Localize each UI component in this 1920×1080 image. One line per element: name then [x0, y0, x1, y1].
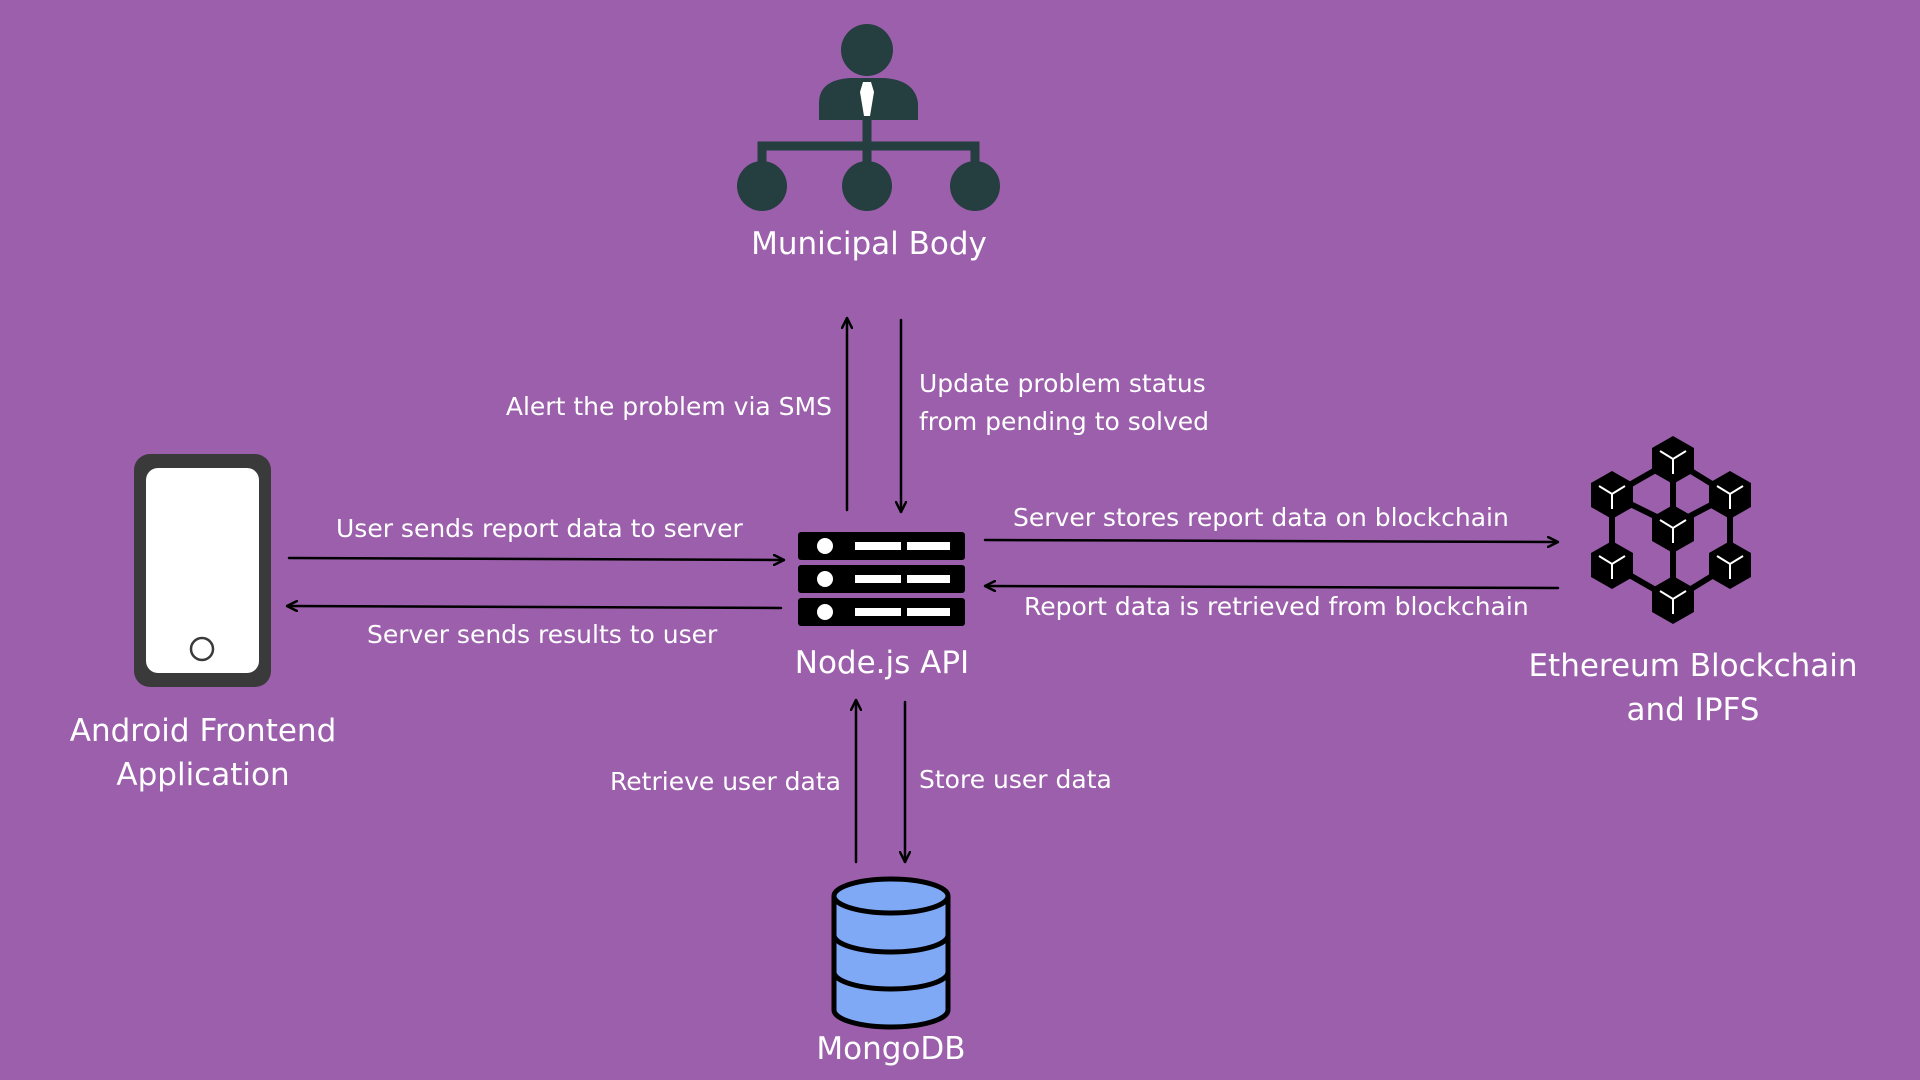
blockchain-label-line2: and IPFS	[1626, 692, 1760, 728]
organization-hierarchy-icon	[737, 24, 1000, 211]
database-icon	[831, 876, 951, 1030]
edge-label-retrieve-from-blockchain: Report data is retrieved from blockchain	[1024, 592, 1529, 621]
blockchain-cubes-icon	[1591, 436, 1751, 624]
edge-label-retrieve-user-data: Retrieve user data	[610, 767, 841, 796]
edge-label-update-status: Update problem status from pending to so…	[919, 371, 1209, 434]
server-rack-icon	[798, 532, 965, 626]
smartphone-icon	[134, 454, 271, 687]
edge-label-user-sends-report: User sends report data to server	[336, 514, 743, 543]
android-app-label: Android Frontend Application	[43, 716, 363, 791]
edge-label-store-user-data: Store user data	[919, 765, 1112, 794]
arrow-api-to-app	[285, 606, 783, 608]
blockchain-label-line1: Ethereum Blockchain	[1528, 648, 1858, 684]
node-api-label: Node.js API	[794, 645, 970, 681]
arrow-app-to-api	[287, 558, 786, 560]
edge-arrows	[285, 316, 1560, 864]
arrow-api-to-blockchain	[983, 540, 1560, 542]
edge-label-alert-sms: Alert the problem via SMS	[505, 392, 832, 421]
municipal-body-label: Municipal Body	[751, 226, 987, 262]
blockchain-label: Ethereum Blockchain and IPFS	[1500, 651, 1886, 726]
android-app-label-line1: Android Frontend	[69, 713, 337, 749]
edge-label-update-status-line2: from pending to solved	[919, 407, 1210, 436]
android-app-label-line2: Application	[116, 757, 290, 793]
edge-label-store-on-blockchain: Server stores report data on blockchain	[1013, 503, 1509, 532]
mongodb-label: MongoDB	[816, 1031, 966, 1067]
arrow-blockchain-to-api	[983, 586, 1560, 588]
edge-label-update-status-line1: Update problem status	[919, 369, 1206, 398]
edge-label-server-sends-results: Server sends results to user	[367, 620, 718, 649]
